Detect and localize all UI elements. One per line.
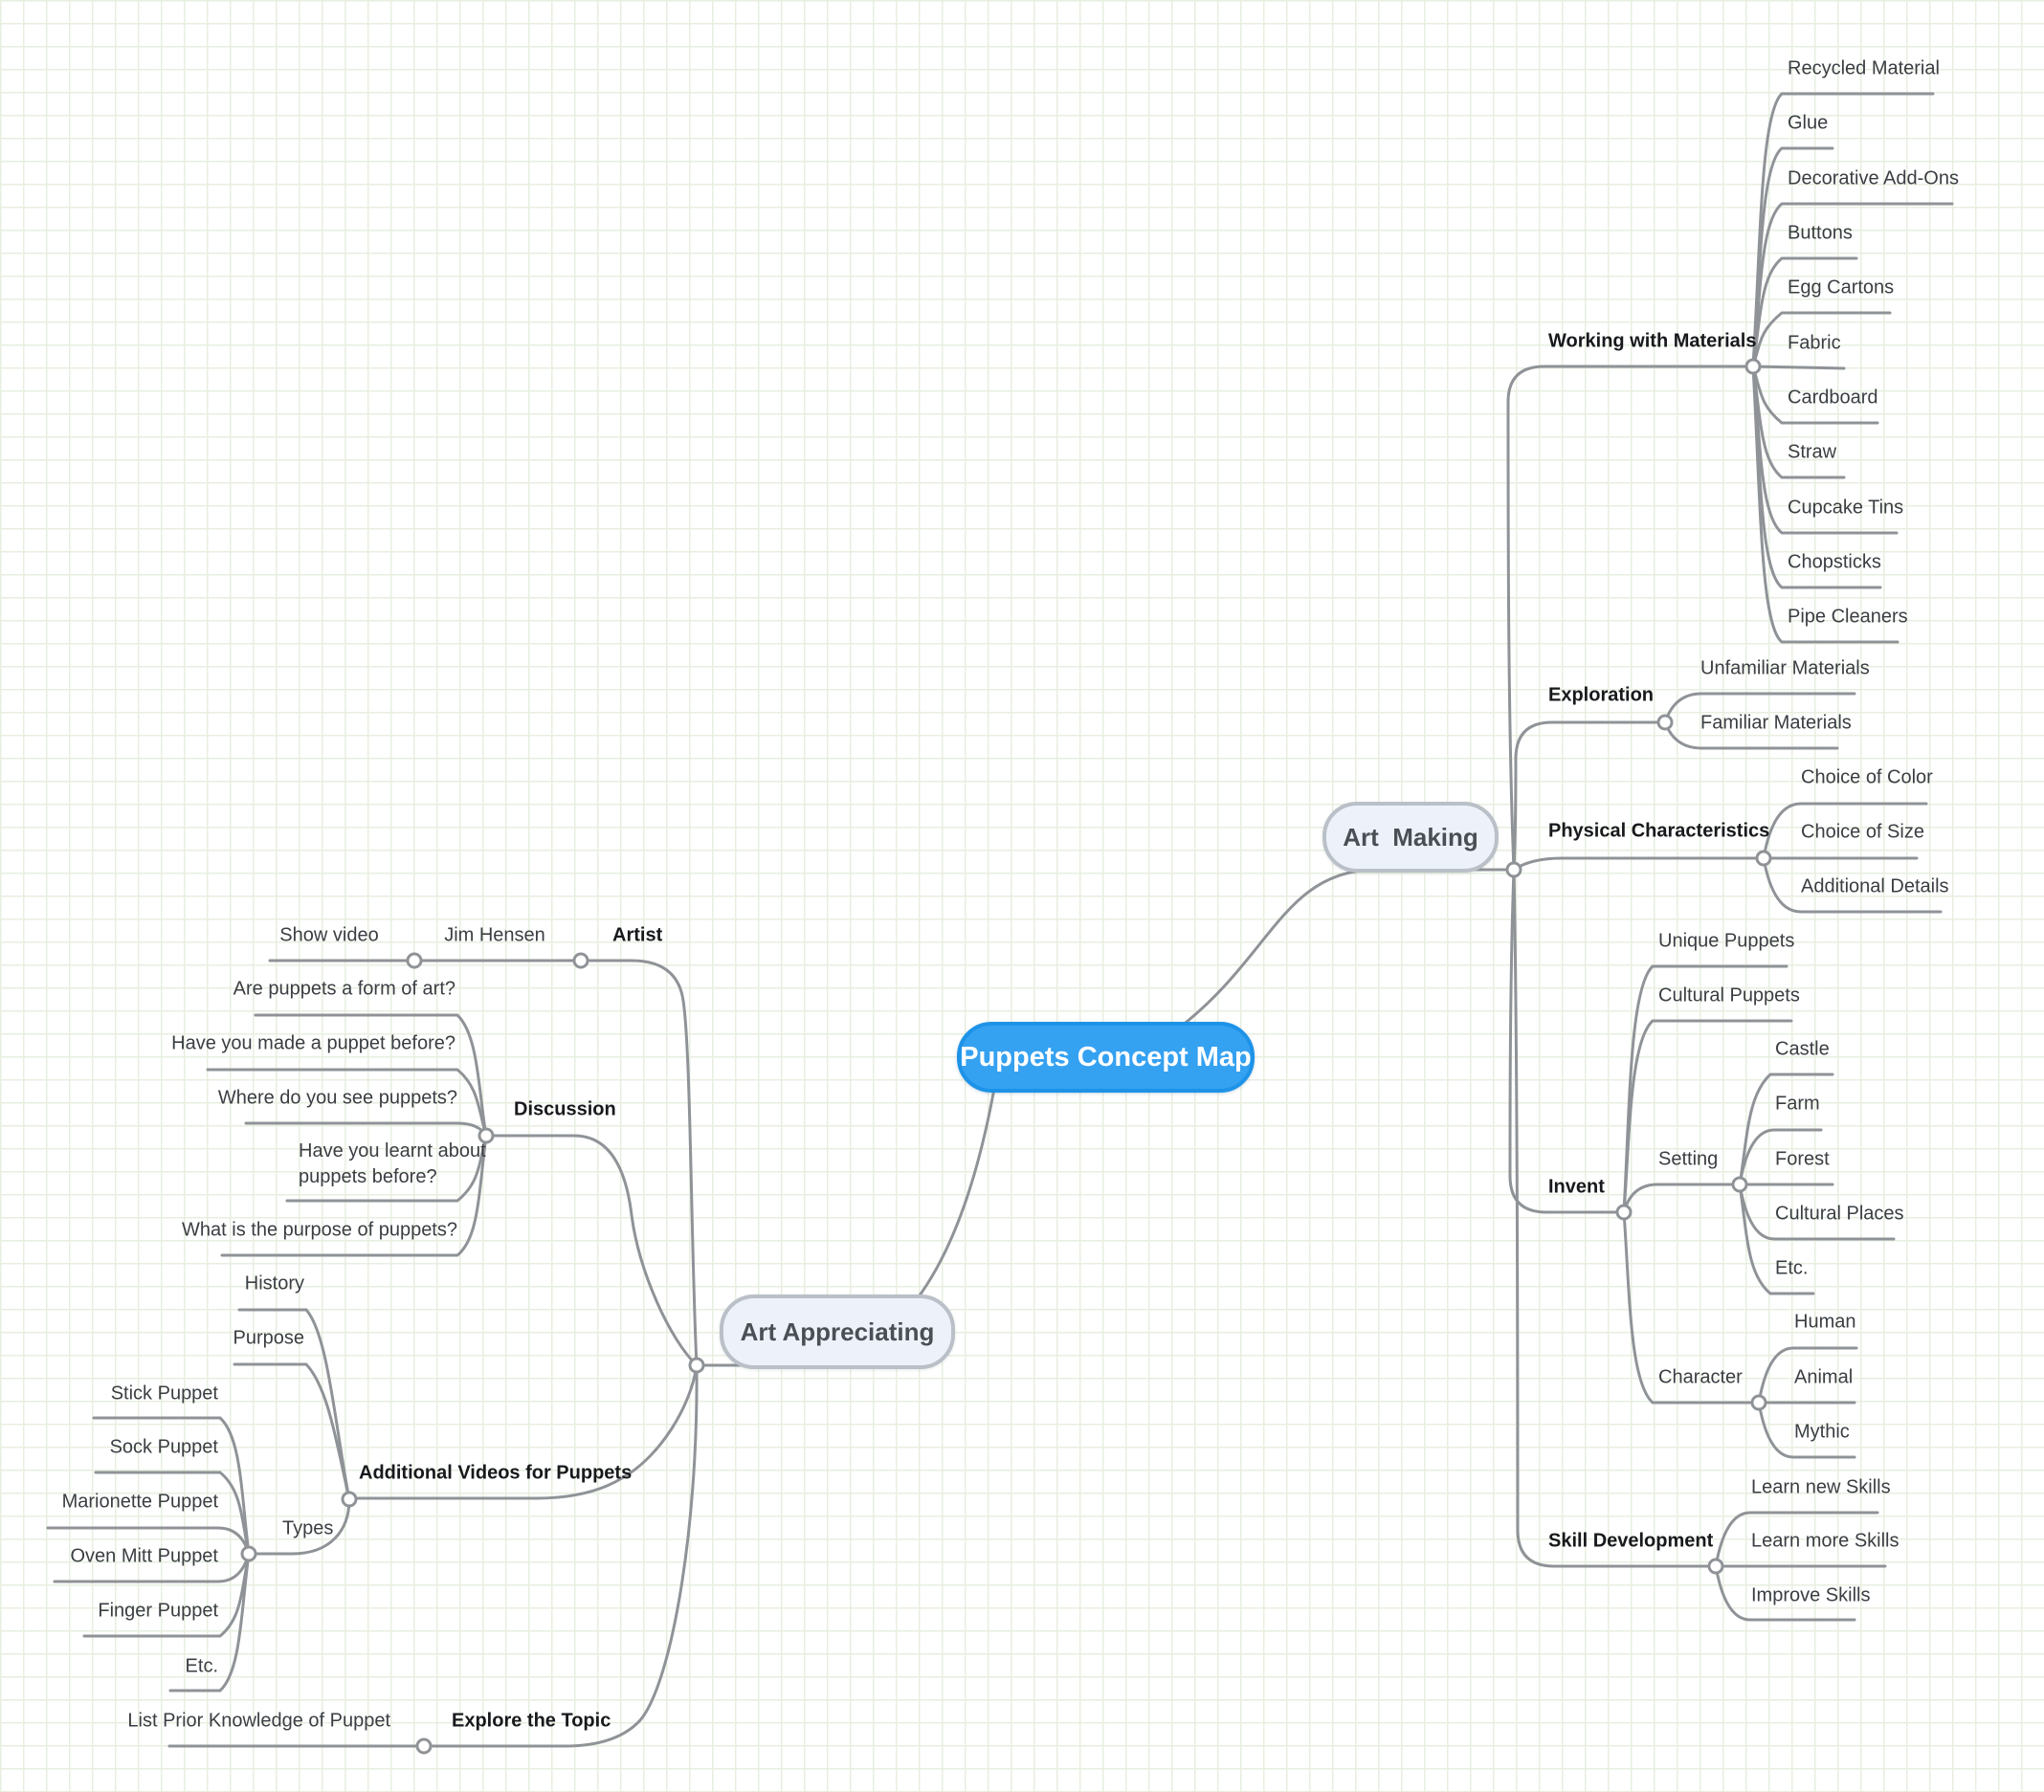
line-artist: [268, 959, 699, 1367]
node-oven-mitt-puppet[interactable]: Oven Mitt Puppet: [70, 1545, 218, 1567]
node-animal[interactable]: Animal: [1794, 1366, 1854, 1388]
node-pipe-cleaners[interactable]: Pipe Cleaners: [1788, 606, 1908, 628]
node-additional-videos[interactable]: Additional Videos for Puppets: [359, 1462, 633, 1484]
node-fabric[interactable]: Fabric: [1788, 332, 1841, 354]
node-farm[interactable]: Farm: [1775, 1093, 1820, 1115]
node-improve-skills[interactable]: Improve Skills: [1751, 1584, 1871, 1606]
node-physical-characteristics[interactable]: Physical Characteristics: [1548, 820, 1770, 842]
node-types-etc[interactable]: Etc.: [185, 1655, 218, 1677]
node-cultural-puppets[interactable]: Cultural Puppets: [1658, 984, 1800, 1007]
node-familiar-materials[interactable]: Familiar Materials: [1700, 712, 1852, 734]
node-types[interactable]: Types: [282, 1517, 334, 1539]
node-show-video[interactable]: Show video: [279, 924, 379, 946]
node-question-form-of-art[interactable]: Are puppets a form of art?: [233, 978, 455, 1000]
node-artist[interactable]: Artist: [612, 924, 663, 946]
line-exploration: [1512, 720, 1667, 872]
node-choice-of-size[interactable]: Choice of Size: [1801, 821, 1924, 843]
line-additional-videos: [347, 1363, 699, 1500]
node-setting-etc[interactable]: Etc.: [1775, 1257, 1809, 1279]
node-stick-puppet[interactable]: Stick Puppet: [110, 1383, 218, 1405]
node-question-made-before[interactable]: Have you made a puppet before?: [171, 1032, 455, 1054]
node-chopsticks[interactable]: Chopsticks: [1788, 551, 1881, 573]
node-setting[interactable]: Setting: [1658, 1148, 1719, 1170]
node-invent[interactable]: Invent: [1548, 1176, 1605, 1198]
node-recycled-material[interactable]: Recycled Material: [1788, 57, 1940, 79]
node-skill-development[interactable]: Skill Development: [1548, 1530, 1714, 1552]
line-skill-development: [1512, 868, 1718, 1568]
node-unique-puppets[interactable]: Unique Puppets: [1658, 930, 1795, 952]
node-question-purpose[interactable]: What is the purpose of puppets?: [182, 1219, 457, 1241]
node-buttons[interactable]: Buttons: [1788, 222, 1853, 244]
node-jim-hensen[interactable]: Jim Hensen: [444, 924, 545, 946]
node-cardboard[interactable]: Cardboard: [1788, 387, 1878, 409]
node-question-learnt-before[interactable]: Have you learnt about puppets before?: [299, 1140, 486, 1187]
node-egg-cartons[interactable]: Egg Cartons: [1788, 277, 1895, 299]
node-straw[interactable]: Straw: [1788, 441, 1837, 463]
line-root-art-making: [1175, 868, 1516, 1031]
node-learn-more-skills[interactable]: Learn more Skills: [1751, 1530, 1900, 1552]
node-art-making[interactable]: Art Making: [1322, 802, 1499, 873]
node-root[interactable]: Puppets Concept Map: [957, 1022, 1255, 1093]
node-finger-puppet[interactable]: Finger Puppet: [98, 1600, 218, 1622]
node-cultural-places[interactable]: Cultural Places: [1775, 1203, 1904, 1225]
node-human[interactable]: Human: [1794, 1311, 1856, 1333]
line-physical-characteristics: [1512, 856, 1766, 872]
node-additional-details[interactable]: Additional Details: [1801, 875, 1949, 897]
branch-lines: [46, 92, 1954, 1748]
node-question-where-see[interactable]: Where do you see puppets?: [217, 1087, 457, 1109]
junction-dots: [240, 358, 1772, 1755]
node-purpose[interactable]: Purpose: [233, 1327, 305, 1349]
node-decorative-add-ons[interactable]: Decorative Add-Ons: [1788, 167, 1959, 189]
node-sock-puppet[interactable]: Sock Puppet: [109, 1436, 218, 1458]
node-working-with-materials[interactable]: Working with Materials: [1548, 330, 1757, 352]
node-history[interactable]: History: [244, 1272, 304, 1294]
node-choice-of-color[interactable]: Choice of Color: [1801, 766, 1933, 788]
node-explore-the-topic[interactable]: Explore the Topic: [452, 1710, 611, 1732]
node-unfamiliar-materials[interactable]: Unfamiliar Materials: [1700, 657, 1870, 679]
line-working-with-materials: [1506, 365, 1755, 872]
node-cupcake-tins[interactable]: Cupcake Tins: [1788, 497, 1904, 519]
node-castle[interactable]: Castle: [1775, 1038, 1830, 1060]
node-mythic[interactable]: Mythic: [1794, 1421, 1850, 1443]
node-character[interactable]: Character: [1658, 1366, 1743, 1388]
node-learn-new-skills[interactable]: Learn new Skills: [1751, 1476, 1891, 1498]
node-exploration[interactable]: Exploration: [1548, 684, 1655, 706]
node-marionette-puppet[interactable]: Marionette Puppet: [61, 1491, 218, 1513]
line-invent: [1508, 868, 1626, 1214]
line-explore-the-topic: [167, 1363, 699, 1748]
node-art-appreciating[interactable]: Art Appreciating: [720, 1294, 955, 1369]
node-forest[interactable]: Forest: [1775, 1148, 1830, 1170]
node-glue[interactable]: Glue: [1788, 112, 1829, 134]
node-list-prior-knowledge[interactable]: List Prior Knowledge of Puppet: [127, 1710, 390, 1732]
line-discussion: [484, 1134, 699, 1367]
node-discussion[interactable]: Discussion: [514, 1098, 616, 1120]
